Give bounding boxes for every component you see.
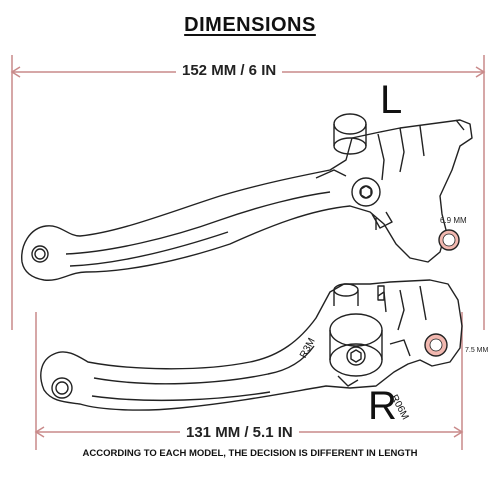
dimension-line-top (10, 55, 486, 330)
footer-note: ACCORDING TO EACH MODEL, THE DECISION IS… (82, 448, 418, 459)
right-lever-label: R (368, 384, 397, 428)
right-hole-size: 7.5 MM (465, 347, 489, 354)
left-length-label: 152 MM / 6 IN (176, 62, 283, 79)
right-length-label: 131 MM / 5.1 IN (180, 424, 299, 441)
page-title: DIMENSIONS (184, 14, 316, 36)
right-lever (40, 279, 463, 411)
left-lever (21, 113, 473, 281)
left-lever-label: L (380, 78, 403, 122)
left-hole (438, 229, 460, 251)
left-hole-size: 6.9 MM (440, 216, 467, 225)
right-hole (424, 333, 448, 357)
